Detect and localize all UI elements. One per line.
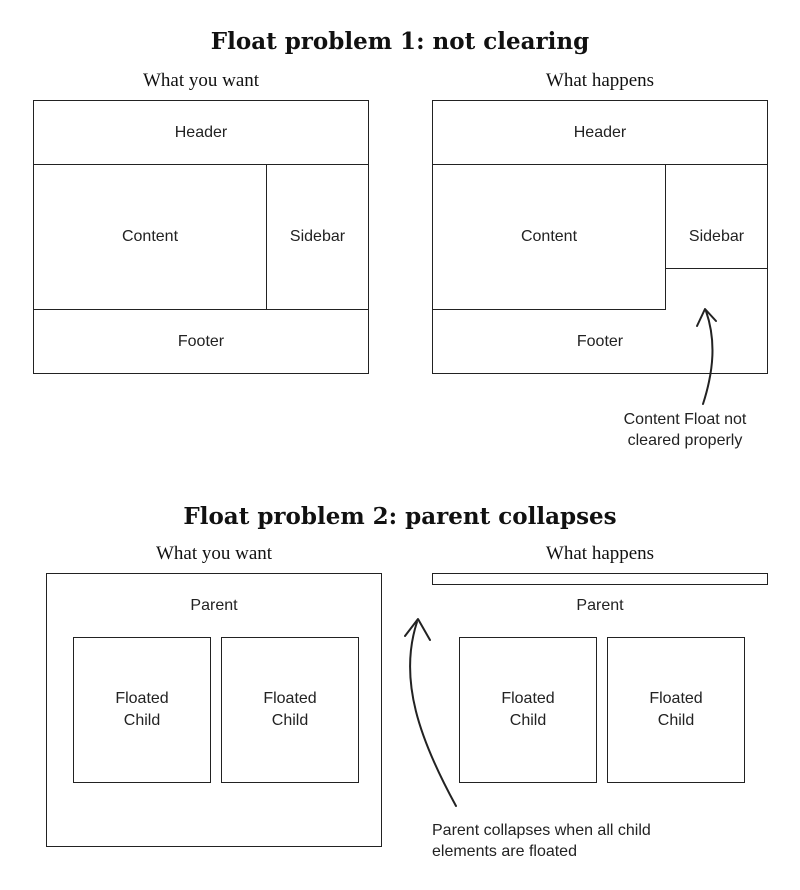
p1-want-footer-label: Footer — [177, 333, 225, 350]
p2-happens-parent-label: Parent — [576, 597, 624, 614]
problem1-happens-caption: What happens — [545, 70, 655, 91]
p2-happens-child2-box — [607, 637, 745, 783]
problem2-happens-caption: What happens — [545, 543, 655, 564]
p1-want-footer-box — [33, 309, 369, 374]
p1-happens-sidebar-label: Sidebar — [688, 228, 745, 245]
p2-happens-child1-box — [459, 637, 597, 783]
p1-happens-header-label: Header — [573, 124, 627, 141]
problem1-want-caption: What you want — [142, 70, 260, 91]
p2-want-child2-box — [221, 637, 359, 783]
problem2-want-caption: What you want — [155, 543, 273, 564]
p1-happens-sidebar-box — [665, 164, 768, 269]
p1-want-header-label: Header — [174, 124, 228, 141]
p2-happens-child1-label: Floated Child — [501, 690, 555, 729]
p2-want-parent-box — [46, 573, 382, 847]
p1-happens-footer-label: Footer — [576, 333, 624, 350]
p2-want-child1-label: Floated Child — [115, 690, 169, 729]
p1-arrow-head — [696, 308, 717, 327]
problem2-title: Float problem 2: parent collapses — [183, 503, 617, 530]
p2-happens-collapsed-parent — [432, 573, 768, 585]
p2-arrow-head — [404, 618, 431, 641]
p2-happens-child2-label: Floated Child — [649, 690, 703, 729]
p2-arrow-shaft — [409, 621, 457, 807]
problem1-title: Float problem 1: not clearing — [210, 28, 590, 55]
p2-annotation: Parent collapses when all child elements… — [432, 822, 651, 860]
p1-arrow-shaft — [702, 310, 714, 405]
p1-annotation: Content Float not cleared properly — [623, 411, 747, 449]
p1-happens-content-label: Content — [520, 228, 578, 245]
p1-want-sidebar-label: Sidebar — [289, 228, 346, 245]
p2-want-parent-label: Parent — [190, 597, 238, 614]
p2-want-child1-box — [73, 637, 211, 783]
p2-want-child2-label: Floated Child — [263, 690, 317, 729]
p1-want-content-label: Content — [121, 228, 179, 245]
